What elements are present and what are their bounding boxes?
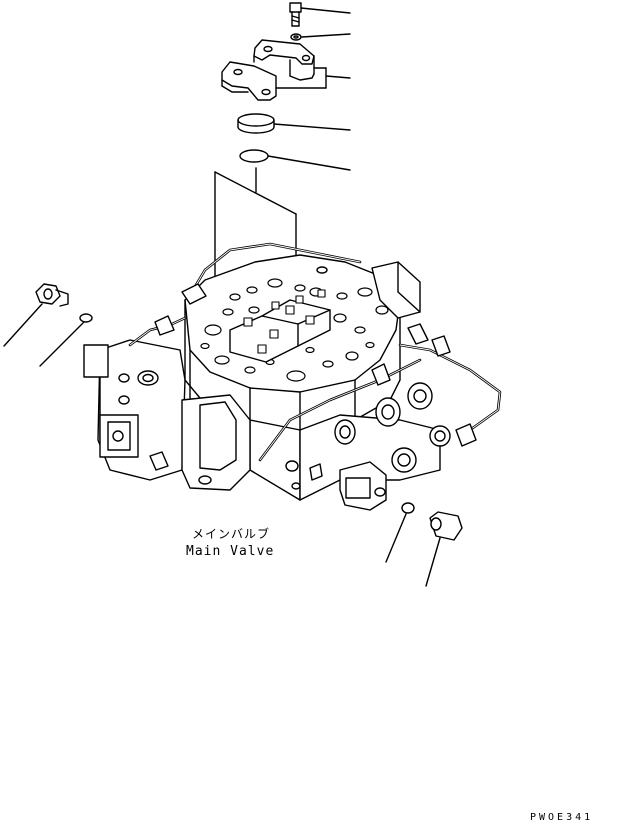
main-valve-icon [83,242,502,511]
drawing-code: PWOE341 [530,812,594,823]
leader-line-right-o-ring [385,513,407,563]
leader-line-bolt [300,7,351,14]
leader-line-plug-cap [273,123,351,131]
o-ring-icon [401,502,415,514]
plug-cap-icon [237,113,275,134]
leader-line-washer [301,33,351,38]
plug-icon [429,511,463,541]
main-valve-label-japanese: メインバルブ [192,527,271,541]
leader-line-o-ring [267,155,351,171]
split-flange-icon [221,39,315,101]
main-valve-label-english: Main Valve [186,544,275,559]
washer-icon [290,33,302,41]
plug-icon [35,283,69,307]
leader-line-left-plug [3,303,43,347]
leader-line-right-plug [425,537,441,587]
bolt-icon [289,2,302,27]
leader-line-flange [325,75,351,79]
o-ring-icon [79,313,93,323]
o-ring-icon [239,149,269,163]
leader-line-left-o-ring [39,321,85,367]
